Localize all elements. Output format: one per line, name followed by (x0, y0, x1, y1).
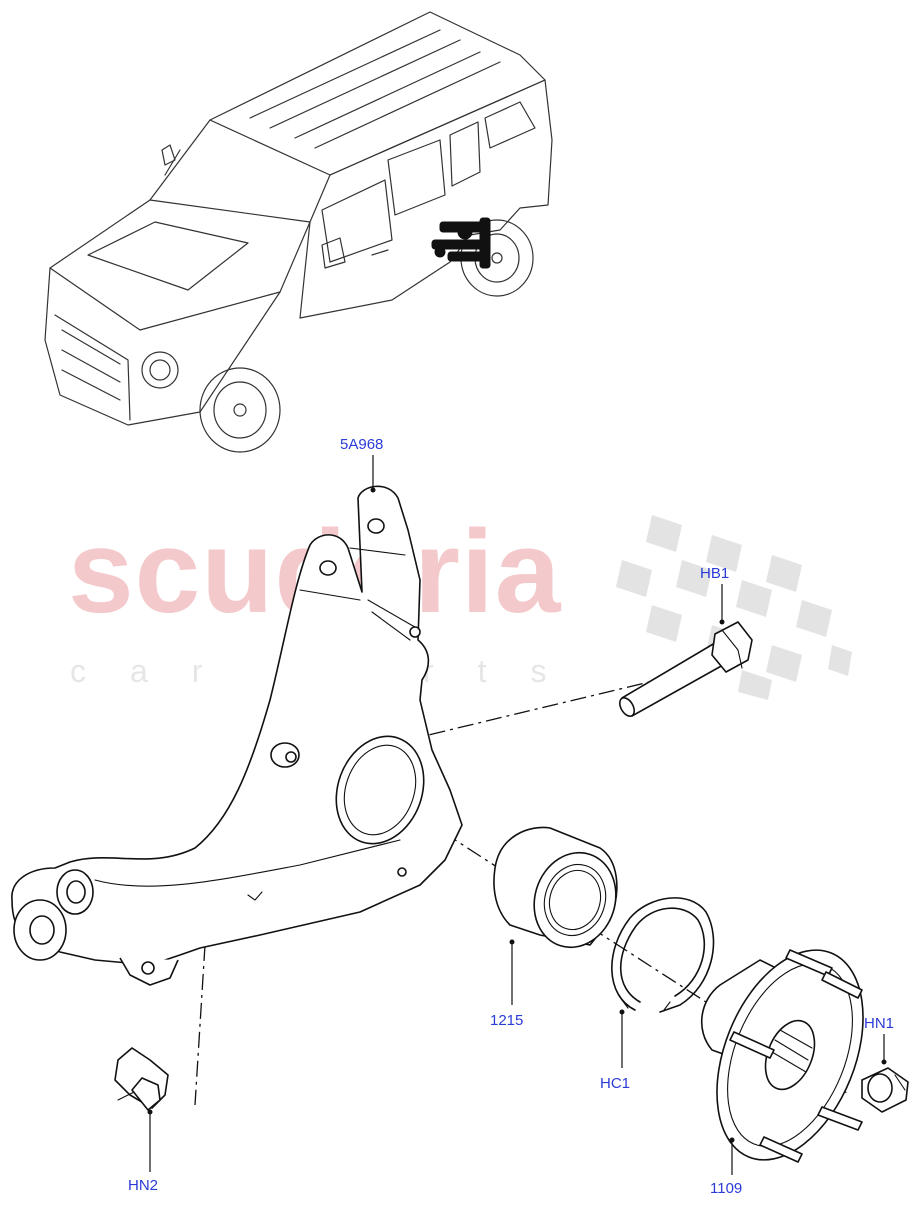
callout-bearing[interactable]: 1215 (490, 1012, 523, 1029)
callout-knuckle[interactable]: 5A968 (340, 436, 383, 453)
callout-leaders (147, 455, 887, 1175)
hub-nut-hn1 (861, 1067, 909, 1113)
rear-knuckle (11, 485, 463, 986)
callout-hub[interactable]: 1109 (710, 1180, 742, 1197)
sensor-axis-line (194, 944, 206, 1106)
checkered-flag-logo (616, 515, 852, 700)
vehicle-illustration (44, 11, 553, 453)
sensor-nut-hn2 (114, 1047, 169, 1111)
callout-sensor-nut[interactable]: HN2 (128, 1177, 158, 1194)
callout-bolt[interactable]: HB1 (700, 565, 729, 582)
wheel-hub-1109 (700, 949, 864, 1163)
bolt-hb1 (618, 621, 753, 717)
callout-circlip[interactable]: HC1 (600, 1075, 630, 1092)
callout-hub-nut[interactable]: HN1 (864, 1015, 894, 1032)
wheel-bearing-1215 (493, 826, 618, 949)
highlighted-component (431, 217, 491, 269)
watermark: scuderia car parts (68, 506, 852, 700)
circlip-hc1 (611, 897, 715, 1013)
